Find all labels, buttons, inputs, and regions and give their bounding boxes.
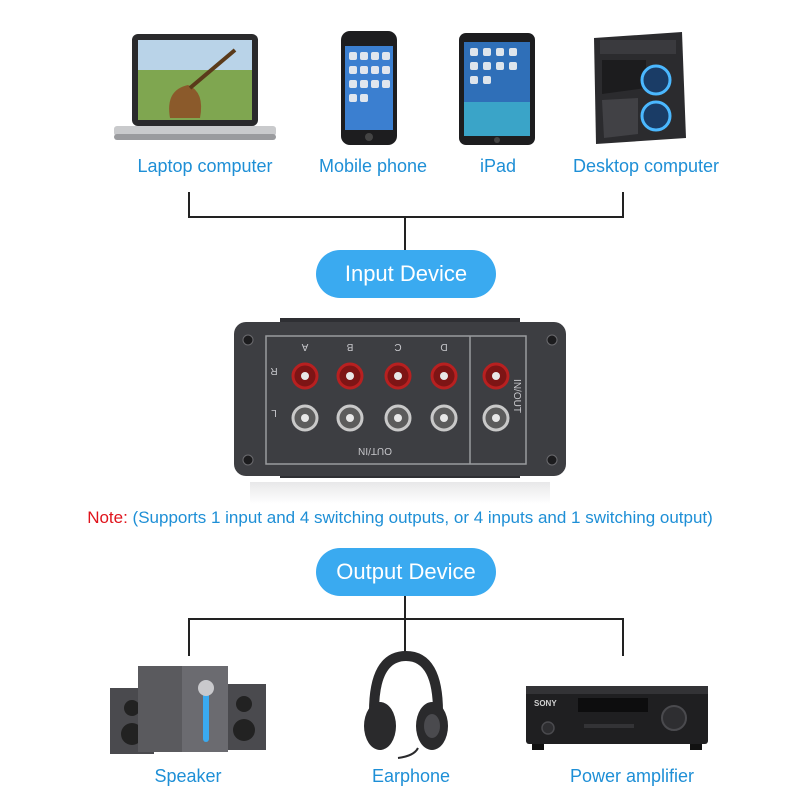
note-prefix: Note: bbox=[87, 508, 128, 527]
device-label-laptop: Laptop computer bbox=[137, 156, 273, 176]
desktop-tower-icon bbox=[594, 32, 686, 144]
device-label-speaker: Speaker bbox=[154, 766, 222, 786]
right-label: IN/OUT bbox=[511, 379, 522, 413]
tablet-icon bbox=[459, 33, 535, 145]
connector-line bbox=[188, 618, 190, 656]
amplifier-icon: SONY bbox=[526, 686, 708, 750]
laptop-icon bbox=[114, 34, 276, 140]
note-text: Note: (Supports 1 input and 4 switching … bbox=[0, 508, 800, 528]
channel-label-d: D bbox=[440, 341, 447, 352]
audio-switch-box: A B C D R L OUT/IN IN/OUT bbox=[234, 318, 566, 504]
connector-line bbox=[622, 618, 624, 656]
rca-jack-row bbox=[291, 362, 510, 432]
device-label-desktop: Desktop computer bbox=[572, 156, 720, 176]
side-label-r: R bbox=[270, 365, 277, 376]
bottom-label: OUT/IN bbox=[358, 445, 392, 456]
mobile-phone-icon bbox=[341, 31, 397, 145]
channel-label-b: B bbox=[346, 341, 353, 352]
connector-line bbox=[622, 192, 624, 218]
brand-text: SONY bbox=[534, 699, 557, 708]
device-label-ipad: iPad bbox=[479, 156, 517, 176]
channel-label-a: A bbox=[301, 341, 308, 352]
connector-line bbox=[188, 618, 624, 620]
output-device-pill: Output Device bbox=[316, 548, 496, 596]
connector-line bbox=[404, 596, 406, 620]
speaker-icon bbox=[110, 666, 266, 754]
connector-line bbox=[188, 216, 624, 218]
device-label-amplifier: Power amplifier bbox=[569, 766, 695, 786]
connector-line bbox=[188, 192, 190, 218]
connector-line bbox=[404, 618, 406, 656]
note-body: (Supports 1 input and 4 switching output… bbox=[127, 508, 713, 527]
input-device-pill: Input Device bbox=[316, 250, 496, 298]
headphones-icon bbox=[364, 650, 448, 759]
connector-line bbox=[404, 216, 406, 252]
side-label-l: L bbox=[271, 407, 277, 418]
channel-label-c: C bbox=[394, 341, 401, 352]
device-label-mobile: Mobile phone bbox=[318, 156, 428, 176]
device-label-earphone: Earphone bbox=[371, 766, 451, 786]
